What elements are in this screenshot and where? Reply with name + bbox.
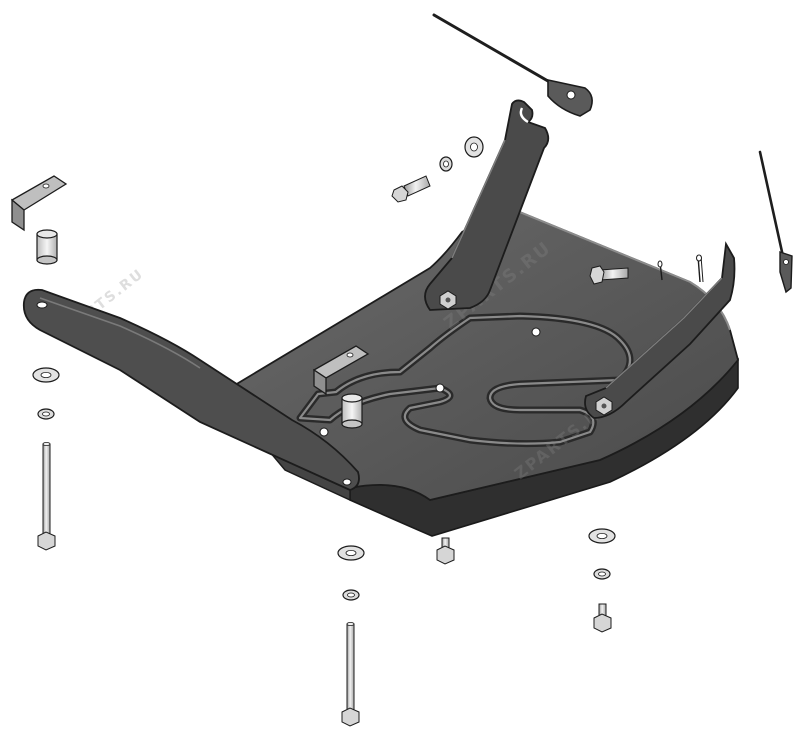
- rear-left-mounting-arm: [22, 288, 360, 491]
- right-spring-washer: [593, 568, 611, 580]
- top-bolt: [391, 175, 431, 203]
- right-flat-washer: [588, 528, 616, 544]
- left-long-bolt: [37, 441, 56, 551]
- rear-right-bracket: [424, 99, 550, 311]
- cotter-pin-2: [696, 254, 704, 283]
- cotter-pin-1: [657, 260, 663, 281]
- top-spring-washer: [439, 156, 453, 172]
- right-short-bolt: [593, 603, 612, 633]
- front-right-bracket: [584, 241, 736, 419]
- center-flat-washer: [337, 545, 365, 561]
- tie-rod-top: [432, 13, 593, 117]
- left-spring-washer: [37, 408, 55, 420]
- top-flat-washer: [464, 136, 484, 158]
- center-spring-washer: [342, 589, 360, 601]
- l-bracket-left: [10, 175, 68, 232]
- right-bolt: [589, 265, 629, 285]
- left-flat-washer: [32, 367, 60, 383]
- spacer-bushing-left: [36, 229, 58, 265]
- tie-rod-right: [758, 150, 793, 294]
- spacer-bushing-plate: [341, 393, 363, 429]
- front-short-bolt: [436, 537, 455, 565]
- center-long-bolt: [341, 622, 360, 727]
- l-bracket-plate: [312, 345, 370, 396]
